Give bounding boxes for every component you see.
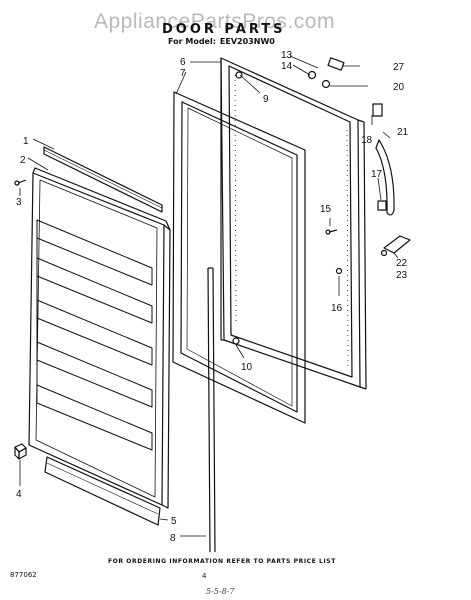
watermark: AppliancePartsPros.com <box>94 10 335 33</box>
callout-7: 7 <box>180 68 186 79</box>
callout-23: 23 <box>396 270 408 281</box>
handwritten-note: 5-5-8-7 <box>206 587 235 596</box>
door-stop-block <box>14 443 27 460</box>
model-number: EEV203NW0 <box>219 37 275 46</box>
callout-14: 14 <box>281 61 293 72</box>
callout-10: 10 <box>241 362 253 373</box>
callout-1: 1 <box>23 136 29 147</box>
callout-13: 13 <box>281 50 293 61</box>
callout-20: 20 <box>393 82 405 93</box>
gasket-strip <box>207 267 216 553</box>
bottom-trim <box>44 456 161 526</box>
callout-8: 8 <box>170 533 176 544</box>
callout-18: 18 <box>361 135 373 146</box>
screws <box>14 179 343 345</box>
callout-17: 17 <box>371 169 383 180</box>
callout-2: 2 <box>20 155 26 166</box>
callout-9: 9 <box>263 94 269 105</box>
callout-4: 4 <box>16 489 22 500</box>
callout-5: 5 <box>171 516 177 527</box>
callout-6: 6 <box>180 57 186 68</box>
callout-27: 27 <box>393 62 405 73</box>
callout-22: 22 <box>396 258 408 269</box>
model-label: For Model: <box>168 37 216 46</box>
model-line: For Model:EEV203NW0 <box>168 37 275 46</box>
drawing-code: 877062 <box>10 571 37 579</box>
callout-16: 16 <box>331 303 343 314</box>
callout-21: 21 <box>397 127 409 138</box>
leader-lines <box>19 55 399 537</box>
inner-door-liner <box>28 167 171 509</box>
page-number: 4 <box>202 572 207 580</box>
door-handle <box>375 139 395 216</box>
door-gasket <box>172 91 306 424</box>
ordering-note: FOR ORDERING INFORMATION REFER TO PARTS … <box>108 558 336 565</box>
top-trim-strip <box>43 146 163 213</box>
callout-15: 15 <box>320 204 332 215</box>
outer-door-panel <box>220 57 367 390</box>
callout-3: 3 <box>16 197 22 208</box>
diagram-title: DOOR PARTS <box>162 22 286 37</box>
callout-labels: 1 2 3 4 5 6 7 8 9 10 13 14 15 16 17 18 2… <box>16 50 409 544</box>
lock-bracket <box>372 103 411 257</box>
